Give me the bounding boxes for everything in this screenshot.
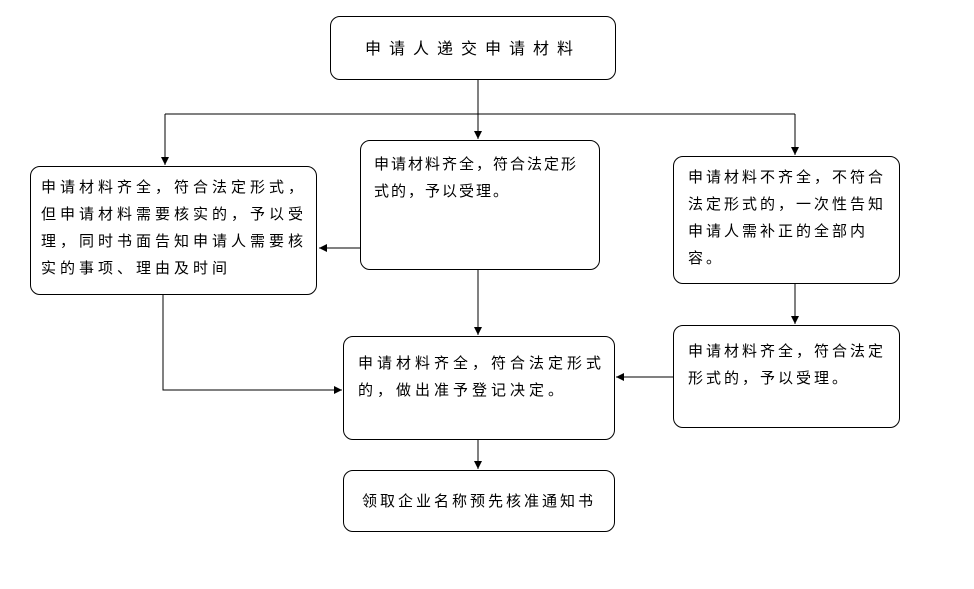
node-submit-application: 申请人递交申请材料 (330, 16, 616, 80)
node-registration-decision-label: 申请材料齐全，符合法定形式 的，做出准予登记决定。 (358, 354, 606, 399)
node-accepted-center-label: 申请材料齐全，符合法定形 式的，予以受理。 (374, 155, 579, 200)
node-submit-label: 申请人递交申请材料 (364, 38, 581, 58)
node-accepted-after-correction-label: 申请材料齐全，符合法定 形式的，予以受理。 (688, 342, 887, 387)
node-needs-verification: 申请材料齐全，符合法定形式， 但申请材料需要核实的，予以受 理，同时书面告知申请… (30, 166, 317, 295)
node-accepted-after-correction: 申请材料齐全，符合法定 形式的，予以受理。 (673, 325, 900, 428)
node-receive-notice-label: 领取企业名称预先核准通知书 (361, 491, 596, 510)
node-needs-verification-label: 申请材料齐全，符合法定形式， 但申请材料需要核实的，予以受 理，同时书面告知申请… (41, 178, 308, 277)
node-incomplete-materials: 申请材料不齐全，不符合 法定形式的，一次性告知 申请人需补正的全部内 容。 (673, 156, 900, 284)
node-registration-decision: 申请材料齐全，符合法定形式 的，做出准予登记决定。 (343, 336, 615, 440)
node-receive-notice: 领取企业名称预先核准通知书 (343, 470, 615, 532)
node-accepted-center: 申请材料齐全，符合法定形 式的，予以受理。 (360, 140, 600, 270)
connector-verify-to-decision (162, 295, 342, 394)
node-incomplete-materials-label: 申请材料不齐全，不符合 法定形式的，一次性告知 申请人需补正的全部内 容。 (688, 168, 887, 267)
